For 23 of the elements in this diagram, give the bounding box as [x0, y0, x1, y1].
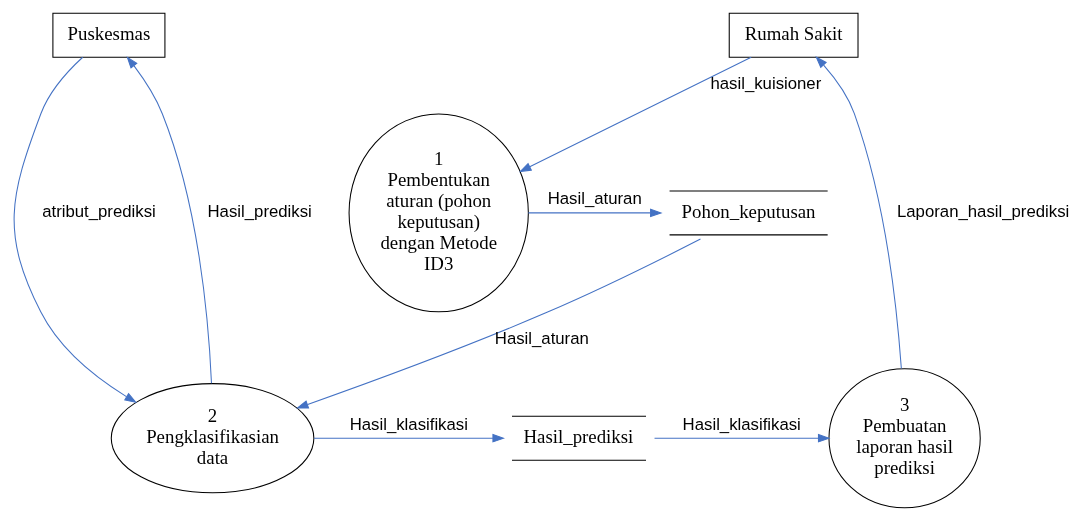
node-text: Pohon_keputusan — [681, 200, 816, 221]
arrow — [313, 433, 505, 443]
node-circle: 1 Pembentukan aturan (pohon keputusan) dengan Metode ID3 — [348, 112, 529, 312]
arrow — [654, 433, 831, 443]
arrow — [815, 55, 902, 369]
node-text: Hasil_prediksi — [523, 425, 634, 447]
edge-label: Hasil_prediksi — [207, 201, 312, 221]
node-box: Rumah Sakit — [728, 12, 859, 58]
arrow — [13, 56, 138, 403]
edge-label: Hasil_aturan — [547, 188, 642, 208]
node-ellipse: 2 Pengklasifikasian data — [110, 382, 315, 493]
edge-label: hasil_kuisioner — [710, 73, 822, 93]
arrow — [527, 208, 663, 217]
node-circle: 3 Pembuatan laporan hasil prediksi — [828, 367, 981, 508]
arrow — [126, 55, 212, 384]
edge-label: Hasil_klasifikasi — [349, 414, 468, 434]
arrow — [518, 56, 752, 172]
edge-label: Laporan_hasil_prediksi — [896, 201, 1070, 221]
arrow — [295, 238, 701, 409]
edge-label: Hasil_klasifikasi — [682, 414, 801, 434]
edge-label: atribut_prediksi — [42, 201, 156, 221]
node-box: Puskesmas — [52, 12, 166, 58]
edge-label: Hasil_aturan — [494, 328, 589, 348]
